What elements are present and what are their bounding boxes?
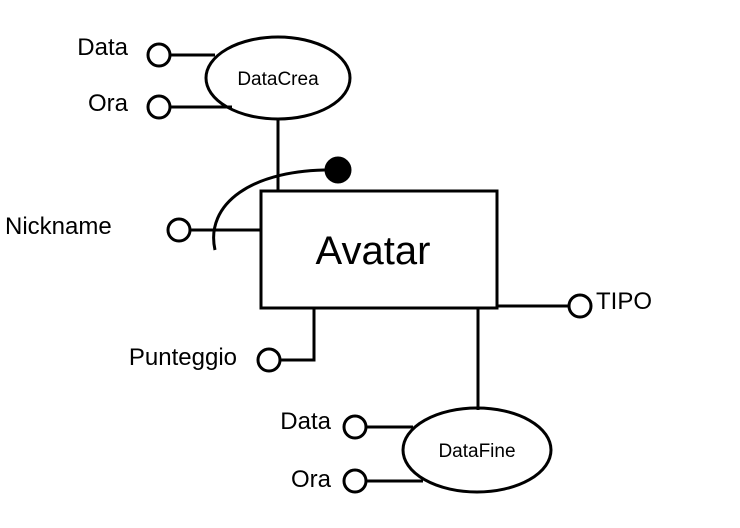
nickname-attribute-circle xyxy=(166,217,192,243)
nickname-label: Nickname xyxy=(5,213,112,240)
datacrea-data-label: Data xyxy=(77,34,128,61)
punteggio-connector xyxy=(280,308,316,362)
entity-avatar: Avatar xyxy=(259,189,499,310)
datafine-data-label: Data xyxy=(280,408,331,435)
datacrea-ora-label: Ora xyxy=(88,90,129,117)
tipo-label: TIPO xyxy=(596,288,652,315)
datacrea-ora-attribute-circle xyxy=(146,94,172,120)
identifier-dot xyxy=(324,156,352,184)
avatar-entity-box xyxy=(259,189,499,310)
datafine-ora-label: Ora xyxy=(291,466,332,493)
identifier-marker xyxy=(212,156,352,251)
identifier-arc xyxy=(212,168,339,251)
composite-attribute-datacrea: DataCrea Data Ora xyxy=(77,34,352,191)
datafine-label: DataFine xyxy=(438,441,515,462)
attribute-punteggio: Punteggio xyxy=(129,308,316,373)
tipo-attribute-circle xyxy=(567,293,593,319)
datacrea-data-attribute-circle xyxy=(146,42,172,68)
datafine-data-attribute-circle xyxy=(342,414,368,440)
punteggio-label: Punteggio xyxy=(129,344,237,371)
composite-attribute-datafine: DataFine Data Ora xyxy=(280,308,553,494)
datafine-ellipse xyxy=(401,406,553,494)
punteggio-attribute-circle xyxy=(256,347,282,373)
datafine-ora-attribute-circle xyxy=(342,468,368,494)
datacrea-label: DataCrea xyxy=(237,69,319,90)
attribute-tipo: TIPO xyxy=(497,288,652,319)
avatar-entity-label: Avatar xyxy=(316,229,431,273)
attribute-nickname: Nickname xyxy=(5,213,261,243)
